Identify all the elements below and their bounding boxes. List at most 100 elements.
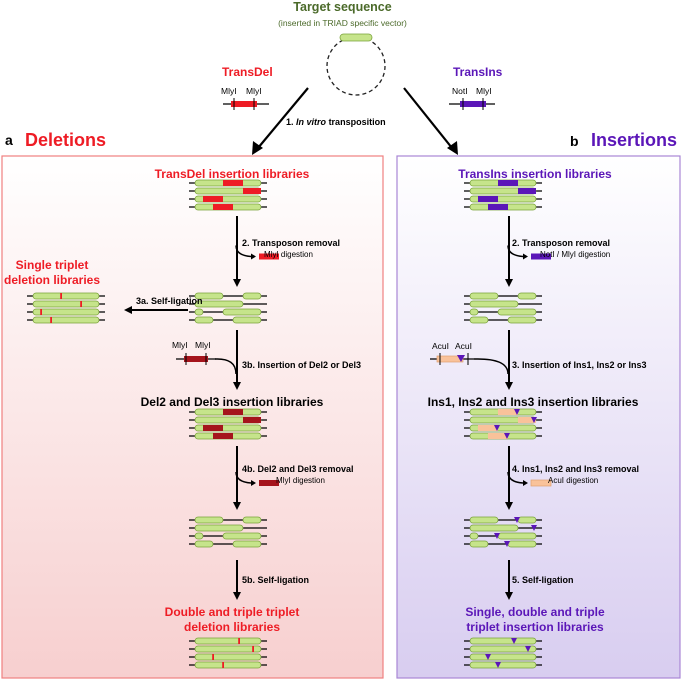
arrow-transposon-removal-a-branch-head [251, 253, 256, 260]
transins-library-insert-block [518, 188, 536, 194]
cut-library-b-gene-segment [469, 308, 479, 316]
cut-library-b2-insertion-mark [494, 533, 500, 539]
transins-library-insert-block [488, 204, 508, 210]
cut-library-a-gene-segment [232, 316, 262, 324]
cut-library-a-gene-segment [194, 308, 204, 316]
arrowhead-transposition-right [447, 141, 458, 155]
panel-a-step2-sub: MlyI digestion [264, 250, 313, 259]
panel-a-step4b: 4b. Del2 and Del3 removal [242, 464, 354, 474]
triplet-insertion-library-insertion-mark [511, 638, 517, 644]
cut-library-b2-insertion-mark [531, 525, 537, 531]
arrow-transposition-right [403, 87, 453, 149]
ins-insertion-library-insertion-mark [504, 433, 510, 439]
del-cassette-block [184, 356, 208, 362]
arrow-self-ligation-5b-head [233, 592, 241, 600]
arrow-transposon-removal-b-branch [507, 245, 524, 258]
double-triple-deletion-library-gene-segment [194, 645, 262, 653]
transdel-site-left: MlyI [221, 86, 237, 96]
panel-a-step5b: 5b. Self-ligation [242, 575, 310, 585]
double-triple-deletion-library-gene-segment [194, 637, 262, 645]
single-deletion-library-deletion-mark [40, 309, 42, 315]
transdel-cassette [231, 101, 257, 107]
ins-insertion-library-insertion-mark [514, 409, 520, 415]
cut-library-a2-gene-segment [232, 540, 262, 548]
ins-cassette-marker [457, 355, 465, 362]
cut-library-a2-gene-segment [242, 516, 262, 524]
arrow-del-removal-4b-head [233, 502, 241, 510]
single-deletion-library-gene-segment [32, 292, 100, 300]
target-vector-circle [326, 36, 386, 96]
cut-library-b2-gene-segment [497, 532, 537, 540]
arrow-ins-removal-4-branch [507, 471, 524, 484]
double-triple-deletion-library-deletion-mark [222, 662, 224, 668]
cut-library-b2-gene-segment [469, 516, 499, 524]
cut-library-b-gene-segment [469, 316, 489, 324]
panel-a-box [1, 155, 384, 679]
ins-cassette-site-left: AcuI [432, 341, 450, 351]
double-triple-deletion-library-gene-segment [194, 661, 262, 669]
cut-library-a-gene-segment [194, 300, 244, 308]
panel-b-step3: 3. Insertion of Ins1, Ins2 or Ins3 [512, 360, 647, 370]
cut-library-a2-gene-segment [222, 532, 262, 540]
single-deletion-library-gene-segment [32, 308, 100, 316]
arrow-insertion-3-merge [473, 358, 509, 375]
transins-cassette [460, 101, 486, 107]
triplet-insertion-library-gene-segment [469, 645, 537, 653]
panel-b-box [396, 155, 681, 679]
arrow-transposition-left [257, 87, 309, 149]
cut-library-b2-insertion-mark [514, 517, 520, 523]
triplet-insertion-library-gene-segment [469, 653, 537, 661]
del-cassette-site-left: MlyI [172, 340, 188, 350]
arrowhead-transposition-left [252, 141, 263, 155]
cut-library-b2-gene-segment [469, 540, 489, 548]
single-deletion-library-deletion-mark [80, 301, 82, 307]
arrow-transposon-removal-a-head [233, 279, 241, 287]
cut-library-b2-gene-segment [469, 524, 519, 532]
arrow-transposon-removal-b-head [505, 279, 513, 287]
arrow-transposon-removal-b-branch-head [523, 253, 528, 260]
del-insertion-library-insert-block [223, 409, 243, 415]
panel-a-letter: a [5, 132, 13, 148]
cut-library-a-gene-segment [242, 292, 262, 300]
arrow-ins-removal-4-branch-head [523, 480, 528, 486]
cut-library-a2-gene-segment [194, 524, 244, 532]
transdel-library-insert-block [223, 180, 243, 186]
double-triple-deletion-library-deletion-mark [252, 646, 254, 652]
arrow-ins-removal-4-head [505, 502, 513, 510]
panel-b-step4-sub: AcuI digestion [548, 476, 599, 485]
triplet-insertion-library-insertion-mark [495, 662, 501, 668]
panel-b-step2-sub: NotI / MlyI digestion [540, 250, 611, 259]
removed-ins-block [530, 479, 552, 487]
triplet-insertion-library-gene-segment [469, 661, 537, 669]
arrow-del-removal-4b-branch-head [251, 480, 256, 486]
ins-libraries-title: Ins1, Ins2 and Ins3 insertion libraries [427, 395, 639, 409]
ins-insertion-library-insert-block [518, 417, 536, 423]
step1-in-vitro: In vitro [296, 117, 327, 127]
cut-library-a-gene-segment [222, 308, 262, 316]
cut-library-b-gene-segment [497, 308, 537, 316]
cut-library-a-gene-segment [194, 292, 224, 300]
double-triple-deletion-library-deletion-mark [212, 654, 214, 660]
ins-insertion-library-insert-block [478, 425, 498, 431]
single-deletion-library-deletion-mark [50, 317, 52, 323]
del-insertion-library-insert-block [243, 417, 261, 423]
arrow-transposon-removal-a-branch [235, 245, 252, 258]
transdel-libraries-title: TransDel insertion libraries [154, 167, 310, 181]
arrow-self-ligation-5-head [505, 592, 513, 600]
panel-b-letter: b [570, 133, 579, 149]
single-deletion-library-deletion-mark [60, 293, 62, 299]
triplet-insertion-library-insertion-mark [485, 654, 491, 660]
transdel-library-insert-block [203, 196, 223, 202]
ins-insertion-library-insertion-mark [494, 425, 500, 431]
ins-cassette-block [436, 355, 464, 363]
panel-b-step2: 2. Transposon removal [512, 238, 611, 248]
panel-a-heading: Deletions [25, 130, 107, 150]
cut-library-a2-gene-segment [194, 532, 204, 540]
removed-transins-block [531, 253, 551, 260]
single-triplet-title-1: Single triplet [15, 258, 89, 272]
arrow-insertion-3b-merge [214, 358, 237, 375]
cut-library-a2-gene-segment [194, 516, 224, 524]
removed-del-block [259, 480, 279, 486]
target-title: Target sequence [293, 0, 392, 14]
